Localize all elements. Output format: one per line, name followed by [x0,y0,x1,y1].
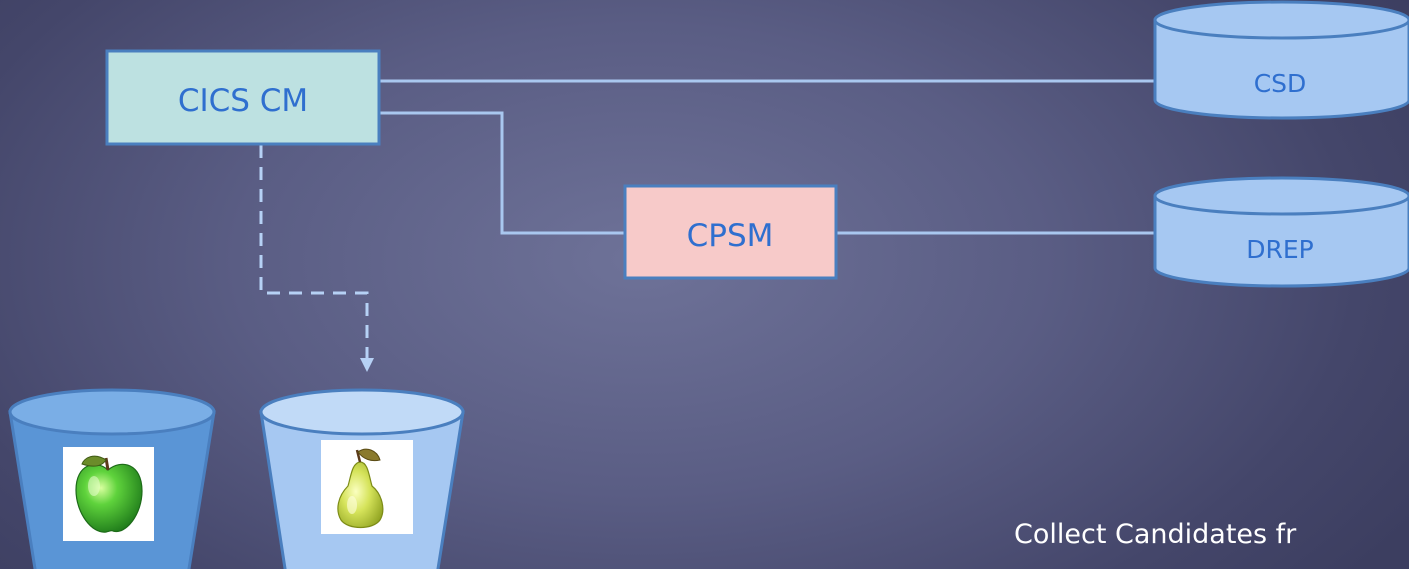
cics-cm-label: CICS CM [178,83,308,119]
bucket-pear [259,388,465,569]
csd-label: CSD [1254,69,1307,98]
bucket-apple [8,388,216,569]
cpsm-label: CPSM [687,218,774,254]
cpsm-box [623,184,838,280]
csd-cylinder-body [1153,18,1409,120]
bucket-right-rim [259,388,465,436]
dashed-connector [259,145,369,358]
connector-cicscm-cpsm [380,111,625,235]
drep-database: DREP [1153,176,1409,288]
drep-label: DREP [1246,235,1314,264]
caption-text: Collect Candidates fr [1014,519,1297,550]
cics-cm-box [105,49,381,146]
drep-cylinder-top [1153,176,1409,216]
cics-cm-node: CICS CM [105,49,381,146]
bucket-left-rim [8,388,216,436]
csd-database: CSD [1153,0,1409,120]
csd-cylinder-top [1153,0,1409,40]
connectors [380,79,1155,235]
dashed-arrow [259,145,374,372]
pear-icon [337,448,384,529]
drep-cylinder-body [1153,194,1409,288]
cpsm-node: CPSM [623,184,838,280]
green-apple-icon [75,455,143,533]
arrowhead-down-icon [360,358,374,372]
